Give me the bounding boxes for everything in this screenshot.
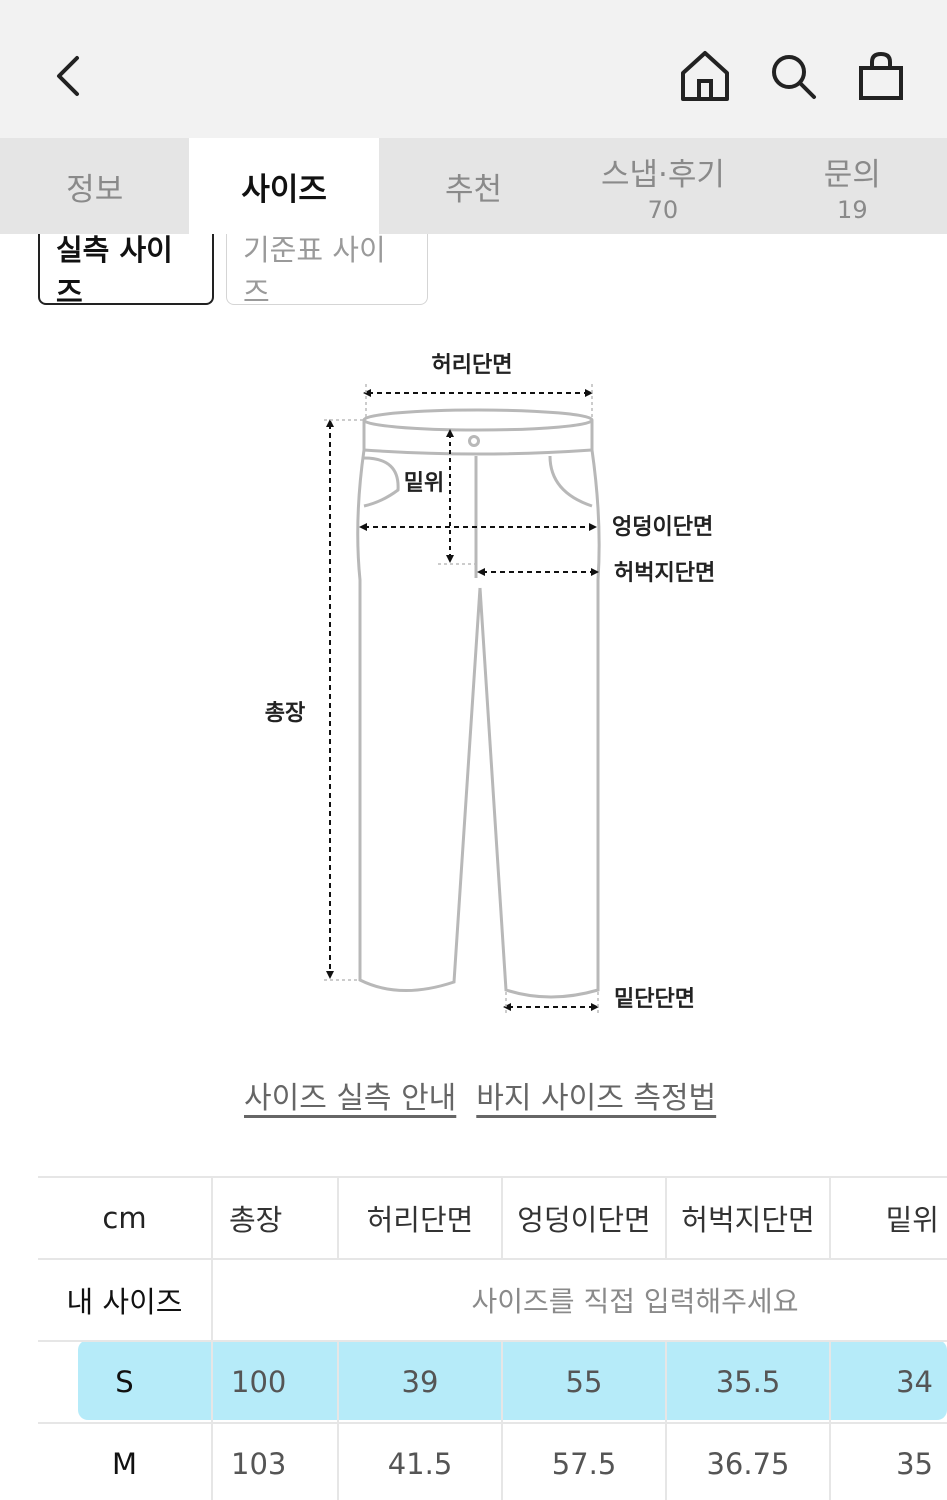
length-label: 총장: [265, 701, 305, 726]
table-cell: 35: [829, 1423, 947, 1500]
column-header: 엉덩이단면: [501, 1176, 666, 1260]
table-cell: 55: [501, 1341, 666, 1424]
tab-label: 스냅·후기: [600, 156, 725, 193]
pants-outline: [356, 408, 601, 999]
tab-label: 사이즈: [241, 171, 327, 208]
tab-info[interactable]: 정보: [0, 138, 189, 234]
my-size-input[interactable]: 사이즈를 직접 입력해주세요: [211, 1259, 947, 1342]
size-label: M: [38, 1423, 212, 1500]
waist-label: 허리단면: [432, 353, 513, 378]
tab-size[interactable]: 사이즈: [189, 138, 379, 234]
size-guide-links: 사이즈 실측 안내 바지 사이즈 측정법: [244, 1073, 716, 1117]
top-navigation-bar: [0, 0, 947, 138]
tab-recommend[interactable]: 추천: [379, 138, 568, 234]
tab-count: 19: [837, 195, 868, 224]
cart-button[interactable]: [855, 46, 907, 106]
home-icon: [681, 51, 729, 101]
column-header: 허벅지단면: [665, 1176, 830, 1260]
rise-label: 밑위: [404, 471, 444, 496]
standard-size-button[interactable]: 기준표 사이즈: [226, 233, 428, 309]
column-header: 총장: [211, 1176, 338, 1260]
size-label: S: [38, 1341, 212, 1424]
table-header-row: cm 총장 허리단면 엉덩이단면 허벅지단면 밑위: [38, 1176, 947, 1260]
tab-count: 70: [647, 195, 679, 224]
tab-label: 정보: [66, 171, 124, 208]
measure-method-link[interactable]: 바지 사이즈 측정법: [476, 1081, 717, 1116]
pants-measurement-diagram: 허리단면 밑위 엉덩이단면 허벅지단면 총장 밑단단면: [265, 353, 715, 1016]
shopping-bag-icon: [859, 51, 903, 100]
size-table: cm 총장 허리단면 엉덩이단면 허벅지단면 밑위 내 사이즈 사이즈를 직접 …: [38, 1176, 947, 1500]
my-size-row: 내 사이즈 사이즈를 직접 입력해주세요: [38, 1259, 947, 1342]
chevron-left-icon: [57, 56, 79, 96]
back-button[interactable]: [44, 48, 92, 104]
product-tabs: 정보 사이즈 추천 스냅·후기 70 문의 19: [0, 138, 947, 234]
tab-label: 문의: [823, 156, 881, 193]
my-size-placeholder: 사이즈를 직접 입력해주세요: [471, 1285, 799, 1318]
table-cell: 57.5: [501, 1423, 666, 1500]
table-cell: 35.5: [665, 1341, 830, 1424]
tab-snap-review[interactable]: 스냅·후기 70: [568, 138, 757, 234]
table-cell: 103: [211, 1423, 338, 1500]
table-cell: 41.5: [337, 1423, 502, 1500]
actual-size-button[interactable]: 실측 사이즈: [38, 233, 214, 309]
column-header: 허리단면: [337, 1176, 502, 1260]
table-row[interactable]: S 100 39 55 35.5 34: [38, 1341, 947, 1424]
my-size-label: 내 사이즈: [38, 1259, 212, 1342]
hem-label: 밑단단면: [614, 987, 695, 1012]
table-row[interactable]: M 103 41.5 57.5 36.75 35: [38, 1423, 947, 1500]
thigh-label: 허벅지단면: [614, 561, 715, 586]
tab-label: 추천: [444, 171, 503, 208]
size-type-toggle: 실측 사이즈 기준표 사이즈: [38, 233, 428, 309]
table-cell: 36.75: [665, 1423, 830, 1500]
search-icon: [772, 55, 816, 99]
table-cell: 100: [211, 1341, 338, 1424]
table-cell: 39: [337, 1341, 502, 1424]
hip-label: 엉덩이단면: [612, 515, 713, 540]
unit-header: cm: [38, 1176, 212, 1260]
search-button[interactable]: [767, 46, 819, 106]
tab-inquiry[interactable]: 문의 19: [758, 138, 947, 234]
column-header: 밑위: [829, 1176, 947, 1260]
size-guide-link[interactable]: 사이즈 실측 안내: [244, 1081, 457, 1116]
table-cell: 34: [829, 1341, 947, 1424]
home-button[interactable]: [679, 46, 731, 106]
